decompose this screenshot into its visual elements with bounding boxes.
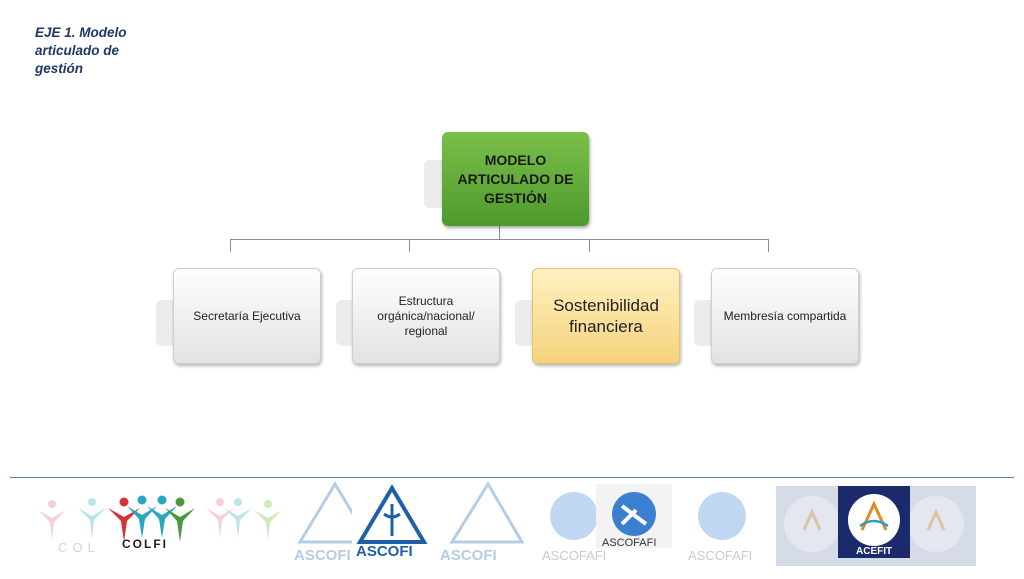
node-label: Sostenibilidad financiera [553,296,659,336]
ascofafi-logo-text: ASCOFAFI [602,537,656,549]
svg-text:ASCOFAFI: ASCOFAFI [688,548,752,563]
node-secretaria-ejecutiva: Secretaría Ejecutiva [173,268,321,364]
connector-child-3 [589,239,590,252]
root-node: MODELO ARTICULADO DE GESTIÓN [442,132,589,226]
node-estructura-organica: Estructura orgánica/nacional/ regional [352,268,500,364]
root-node-label: MODELO ARTICULADO DE GESTIÓN [457,151,574,206]
node-sostenibilidad-financiera: Sostenibilidad financiera [532,268,680,364]
colfi-logo: COL COLFI [30,488,292,568]
connector-root-down [499,226,500,240]
svg-text:ASCOFI: ASCOFI [440,547,497,564]
colfi-watermark-text: COL [58,540,100,555]
ascofi-logo-text: ASCOFI [356,543,413,560]
node-membresia-compartida: Membresía compartida [711,268,859,364]
connector-child-4 [768,239,769,252]
connector-horizontal [230,239,769,240]
node-label: Membresía compartida [723,308,847,323]
acefit-logo-text: ACEFIT [856,546,892,557]
ascofafi-logo: ASCOFAFI ASCOFAFI ASCOFAFI [540,484,770,572]
ascofi-logo: ASCOFI ASCOFI ASCOFI [290,480,535,574]
node-label: Secretaría Ejecutiva [193,308,301,323]
connector-child-2 [409,239,410,252]
connector-child-1 [230,239,231,252]
acefit-logo: ACEFIT [776,486,976,566]
footer-divider [10,477,1014,478]
colfi-logo-text: COLFI [122,537,168,551]
svg-text:ASCOFI: ASCOFI [294,547,351,564]
svg-text:ASCOFAFI: ASCOFAFI [542,548,606,563]
slide-title: EJE 1. Modelo articulado de gestión [35,25,127,76]
node-label: Estructura orgánica/nacional/ regional [377,293,475,338]
